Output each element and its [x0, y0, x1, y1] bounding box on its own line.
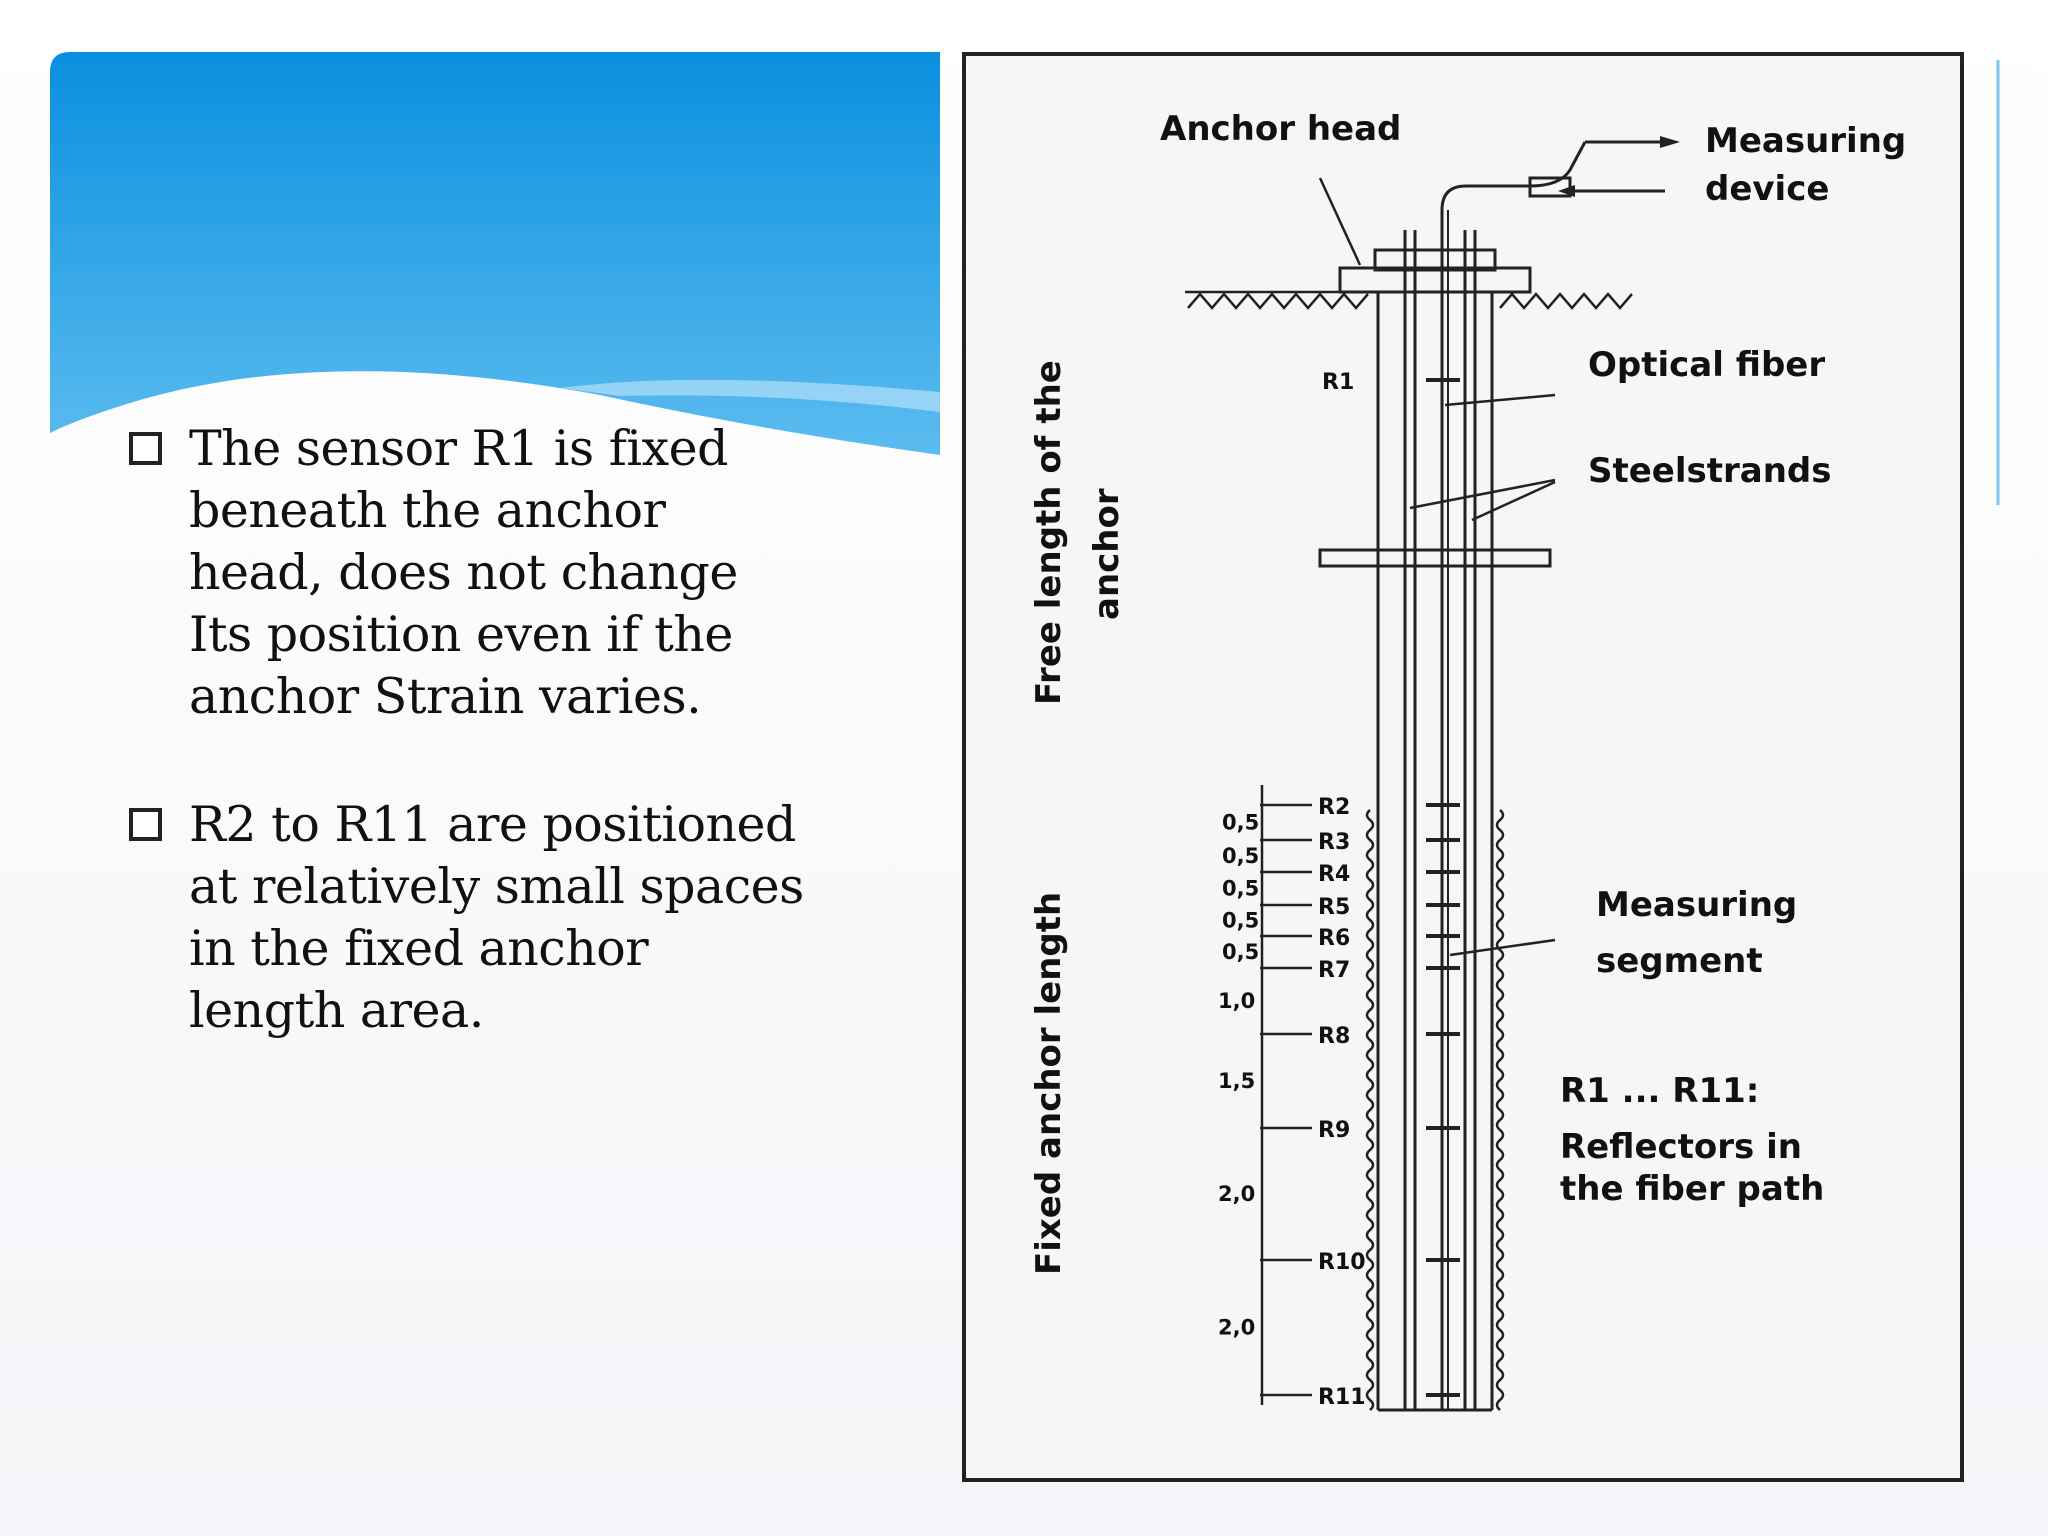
- reflector-label-r5: R5: [1318, 895, 1350, 920]
- borehole: [1376, 292, 1494, 1412]
- label-fixed-anchor-length: Fixed anchor length: [1029, 892, 1069, 1275]
- reflector-label-r2: R2: [1318, 795, 1350, 820]
- spacing-label: 0,5: [1222, 909, 1259, 933]
- reflector-label-r3: R3: [1318, 830, 1350, 855]
- steel-strands: [1403, 230, 1477, 1410]
- spacing-label: 0,5: [1222, 940, 1259, 964]
- label-measuring-device-2: device: [1705, 169, 1829, 209]
- header-wave-highlight: [560, 379, 940, 412]
- bullet-item-sensors-r2-r11: R2 to R11 are positioned at relatively s…: [125, 794, 945, 1042]
- dimension-chain: 0,5 0,5 0,5 0,5 0,5 1,0 1,5 2,0 2,0: [1218, 785, 1312, 1405]
- bullet-line: beneath the anchor: [189, 482, 666, 539]
- reflector-label-r7: R7: [1318, 958, 1350, 983]
- label-measuring-segment-1: Measuring: [1596, 885, 1797, 925]
- bullet-line: head, does not change: [189, 544, 738, 601]
- checkbox-bullet-icon: [129, 808, 162, 841]
- reflector-label-r10: R10: [1318, 1250, 1366, 1275]
- bullet-text: R2 to R11 are positioned at relatively s…: [189, 794, 945, 1042]
- reflector-ticks: [1426, 378, 1460, 1397]
- bullet-item-sensor-r1: The sensor R1 is fixed beneath the ancho…: [125, 418, 945, 728]
- label-optical-fiber: Optical fiber: [1588, 345, 1825, 385]
- label-reflectors-1: R1 ... R11:: [1560, 1071, 1759, 1111]
- bullet-line: at relatively small spaces: [189, 858, 804, 915]
- label-free-length-2: anchor: [1087, 488, 1127, 620]
- reflector-label-r9: R9: [1318, 1118, 1350, 1143]
- arrow-in-icon: [1558, 185, 1575, 197]
- spacing-label: 1,0: [1218, 989, 1255, 1013]
- reflector-label-r8: R8: [1318, 1024, 1350, 1049]
- spacing-label: 0,5: [1222, 811, 1259, 835]
- grout-wave-right: [1495, 809, 1505, 1411]
- spacing-label: 2,0: [1218, 1316, 1255, 1340]
- spacing-label: 1,5: [1218, 1069, 1255, 1093]
- reflector-label-r6: R6: [1318, 926, 1350, 951]
- optical-fiber: [1440, 141, 1587, 1410]
- anchor-head-plate: [1338, 266, 1532, 294]
- label-reflectors-3: the fiber path: [1560, 1169, 1824, 1209]
- reflector-label-r11: R11: [1318, 1385, 1366, 1410]
- bullet-line: length area.: [189, 982, 484, 1039]
- label-free-length-1: Free length of the: [1029, 360, 1069, 705]
- reflector-label-r4: R4: [1318, 862, 1350, 887]
- bullet-list: The sensor R1 is fixed beneath the ancho…: [125, 418, 945, 1108]
- reflector-label-r1: R1: [1322, 370, 1354, 395]
- spacing-label: 0,5: [1222, 877, 1259, 901]
- bullet-line: The sensor R1 is fixed: [189, 420, 729, 477]
- label-anchor-head: Anchor head: [1160, 109, 1401, 149]
- grout-wave-left: [1365, 809, 1375, 1411]
- label-steelstrands: Steelstrands: [1588, 451, 1832, 491]
- bullet-line: R2 to R11 are positioned: [189, 796, 796, 853]
- anchor-head-block: [1373, 248, 1497, 272]
- header-band: [50, 52, 940, 455]
- bullet-text: The sensor R1 is fixed beneath the ancho…: [189, 418, 945, 728]
- spacing-label: 2,0: [1218, 1182, 1255, 1206]
- label-reflectors-2: Reflectors in: [1560, 1127, 1802, 1167]
- bullet-line: anchor Strain varies.: [189, 668, 702, 725]
- arrow-out-icon: [1660, 136, 1680, 148]
- bullet-line: Its position even if the: [189, 606, 733, 663]
- bullet-line: in the fixed anchor: [189, 920, 649, 977]
- label-measuring-device-1: Measuring: [1705, 121, 1906, 161]
- leader-lines: [1318, 177, 1556, 957]
- spacer-plate: [1318, 548, 1552, 568]
- label-measuring-segment-2: segment: [1596, 941, 1763, 981]
- checkbox-bullet-icon: [129, 432, 162, 465]
- spacing-label: 0,5: [1222, 844, 1259, 868]
